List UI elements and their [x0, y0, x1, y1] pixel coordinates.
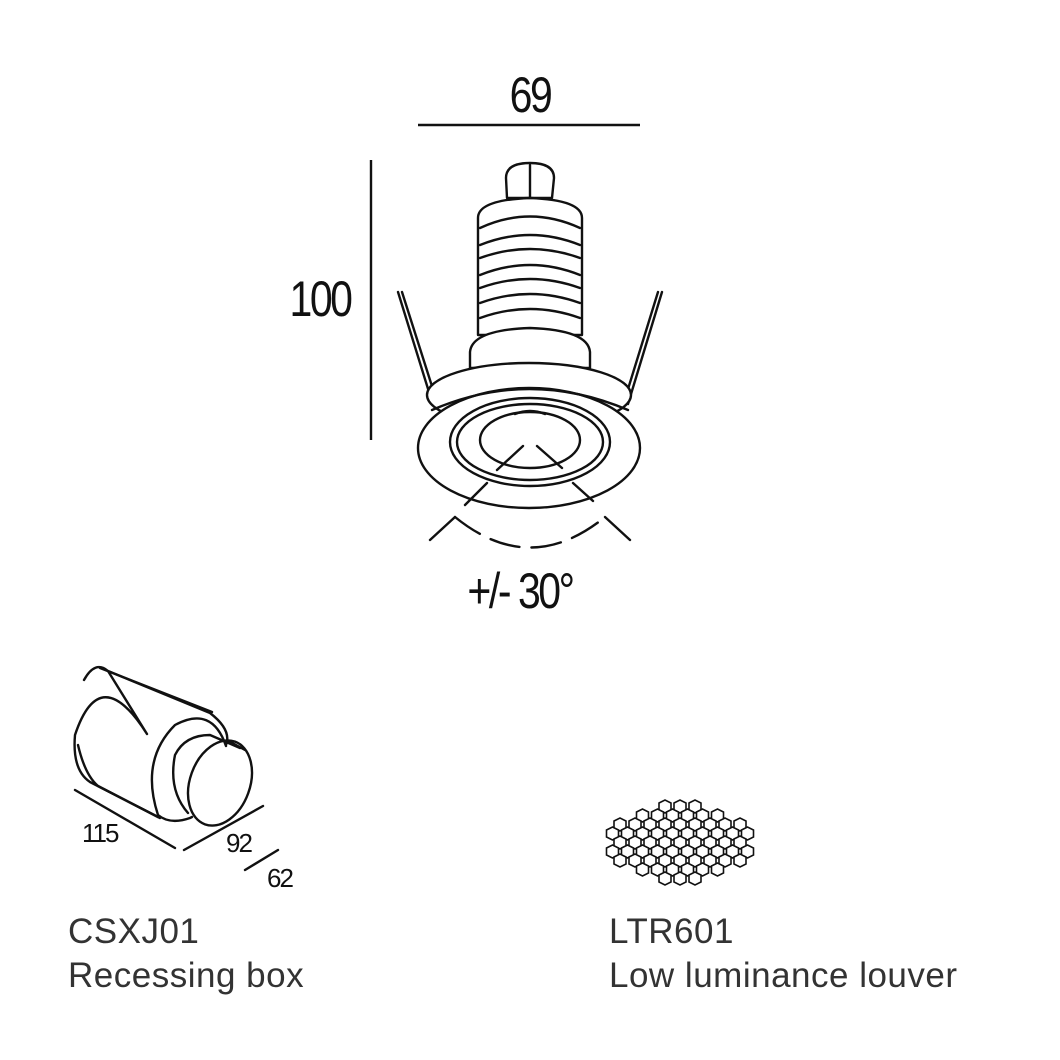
- trim-ring: [448, 396, 612, 488]
- width-dimension: 69: [418, 67, 640, 127]
- recessing-box-caption: CSXJ01 Recessing box: [68, 910, 304, 998]
- width-dimension-label: 69: [510, 67, 552, 123]
- collar: [468, 326, 592, 370]
- louver-caption: LTR601 Low luminance louver: [609, 910, 958, 998]
- louver-code: LTR601: [609, 912, 734, 951]
- louver-cell: [635, 862, 650, 877]
- louver-cell: [658, 871, 672, 886]
- beam-angle-label: +/- 30°: [467, 563, 573, 619]
- beam-lines: [463, 444, 595, 507]
- recessing-box-width: 92: [226, 828, 252, 858]
- height-dimension-label: 100: [289, 271, 351, 327]
- louver-cell: [613, 853, 627, 868]
- recessing-box-code: CSXJ01: [68, 912, 200, 951]
- louver-name: Low luminance louver: [609, 956, 958, 995]
- louver-cell: [673, 871, 687, 886]
- beam-angle-arc: [453, 515, 607, 549]
- heatsink-body: [476, 196, 584, 337]
- height-dimension: 100: [289, 160, 373, 440]
- beam-angle-lines: [428, 515, 632, 542]
- recessing-box-diameter: 62: [267, 863, 293, 893]
- louver-drawing: [605, 799, 755, 886]
- right-spring-clip: [622, 290, 664, 406]
- louver-cell: [710, 862, 725, 877]
- recessing-box-drawing: 115 92 62: [73, 665, 295, 893]
- downlight-fixture: +/- 30°: [396, 161, 664, 619]
- louver-cell: [733, 853, 747, 868]
- left-spring-clip: [396, 290, 439, 407]
- recessing-box-length: 115: [82, 818, 119, 848]
- recessing-box-name: Recessing box: [68, 956, 305, 995]
- recessing-box-dimension-lines: [73, 788, 280, 872]
- louver-cell: [688, 871, 702, 886]
